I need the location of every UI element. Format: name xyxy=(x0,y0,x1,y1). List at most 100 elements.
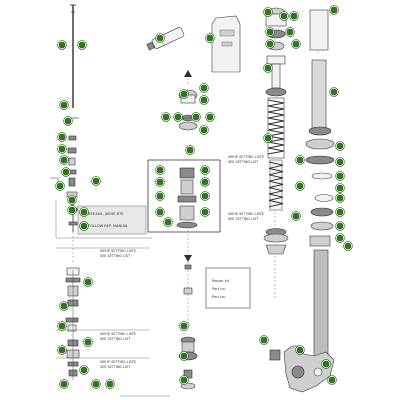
callout-marker xyxy=(57,132,67,142)
callout-marker xyxy=(285,27,295,37)
setting-left-1-line1: SIEHE SETTING LISTE xyxy=(100,249,136,253)
callout-marker xyxy=(179,351,189,361)
callout-marker xyxy=(83,337,93,347)
callout-marker xyxy=(295,155,305,165)
callout-marker xyxy=(79,221,89,231)
callout-marker xyxy=(57,144,67,154)
lower-left-parts xyxy=(65,267,81,380)
callout-marker xyxy=(155,207,165,217)
setting-left-2-line2: SEE SETTING LIST xyxy=(100,337,131,341)
callout-marker xyxy=(161,112,171,122)
callout-marker xyxy=(329,87,339,97)
callout-marker xyxy=(163,217,173,227)
callout-marker xyxy=(289,11,299,21)
setting-left-3-line2: SEE SETTING LIST xyxy=(100,365,131,369)
callout-marker xyxy=(91,176,101,186)
callout-marker xyxy=(291,39,301,49)
axle-foot xyxy=(269,345,335,393)
repair-kit-box: Repair kit Part no. Part no. xyxy=(205,267,251,309)
callout-marker xyxy=(265,39,275,49)
callout-marker xyxy=(199,83,209,93)
callout-marker xyxy=(105,379,115,389)
callout-marker xyxy=(173,112,183,122)
setting-left-1-line2: SEE SETTING LIST xyxy=(100,254,131,258)
callout-marker xyxy=(155,33,165,43)
callout-marker xyxy=(295,345,305,355)
callout-marker xyxy=(321,359,331,369)
callout-marker xyxy=(200,165,210,175)
callout-marker xyxy=(263,133,273,143)
callout-marker xyxy=(59,100,69,110)
spring-setting-2-line2: SEE SETTING LIST xyxy=(228,217,259,221)
setting-left-2-line1: SIEHE SETTING LISTE xyxy=(100,332,136,336)
callout-marker xyxy=(57,40,67,50)
outer-tube xyxy=(305,9,335,371)
spring-setting-1-line2: SEE SETTING LIST xyxy=(228,160,259,164)
callout-marker xyxy=(79,207,89,217)
callout-marker xyxy=(327,375,337,385)
callout-marker xyxy=(179,375,189,385)
callout-marker xyxy=(59,301,69,311)
callout-marker xyxy=(200,177,210,187)
callout-marker xyxy=(179,89,189,99)
callout-marker xyxy=(57,321,67,331)
callout-marker xyxy=(205,112,215,122)
callout-marker xyxy=(335,183,345,193)
callout-marker xyxy=(343,241,353,251)
repair-kit-line2: Part no. xyxy=(212,287,226,291)
callout-marker xyxy=(155,165,165,175)
spring-setting-1-line1: SIEHE SETTING LISTE xyxy=(228,155,264,159)
repair-kit-line3: Part no. xyxy=(212,295,226,299)
callout-marker xyxy=(63,116,73,126)
callout-marker xyxy=(335,141,345,151)
callout-marker xyxy=(199,125,209,135)
callout-marker xyxy=(185,145,195,155)
callout-marker xyxy=(279,11,289,21)
cartridge-head xyxy=(178,70,198,262)
callout-marker xyxy=(55,181,65,191)
callout-marker xyxy=(335,221,345,231)
callout-marker xyxy=(263,63,273,73)
callout-marker xyxy=(200,191,210,201)
callout-marker xyxy=(191,112,201,122)
grease-and-oil xyxy=(146,15,241,73)
callout-marker xyxy=(59,379,69,389)
callout-marker xyxy=(259,335,269,345)
callout-marker xyxy=(335,233,345,243)
callout-marker xyxy=(335,171,345,181)
callout-marker xyxy=(199,95,209,105)
callout-marker xyxy=(155,191,165,201)
callout-marker xyxy=(265,27,275,37)
reference-box: REP.ANL. SIEHE BTE FOLLOW REP. MANUAL xyxy=(55,200,152,239)
callout-marker xyxy=(61,167,71,177)
callout-markers xyxy=(55,5,353,389)
left-setting-notes: SIEHE SETTING LISTE SEE SETTING LIST SIE… xyxy=(56,247,170,397)
setting-left-3-line1: SIEHE SETTING LISTE xyxy=(100,360,136,364)
spring-setting-2-line1: SIEHE SETTING LISTE xyxy=(228,212,264,216)
valve-box xyxy=(147,159,221,233)
callout-marker xyxy=(77,40,87,50)
callout-marker xyxy=(59,155,69,165)
callout-marker xyxy=(200,207,210,217)
callout-marker xyxy=(335,157,345,167)
callout-marker xyxy=(155,177,165,187)
callout-marker xyxy=(335,193,345,203)
callout-marker xyxy=(79,365,89,375)
callout-marker xyxy=(57,345,67,355)
callout-marker xyxy=(83,277,93,287)
callout-marker xyxy=(335,207,345,217)
callout-marker xyxy=(205,33,215,43)
callout-marker xyxy=(263,7,273,17)
repair-kit-line1: Repair kit xyxy=(212,279,230,283)
callout-marker xyxy=(329,5,339,15)
callout-marker xyxy=(67,195,77,205)
callout-marker xyxy=(295,181,305,191)
callout-marker xyxy=(179,321,189,331)
ref-label-2: FOLLOW REP. MANUAL xyxy=(88,224,128,228)
spring-setting-notes: SIEHE SETTING LISTE SEE SETTING LIST SIE… xyxy=(228,155,264,221)
callout-marker xyxy=(91,379,101,389)
callout-marker xyxy=(291,211,301,221)
spring-stack xyxy=(263,55,289,255)
